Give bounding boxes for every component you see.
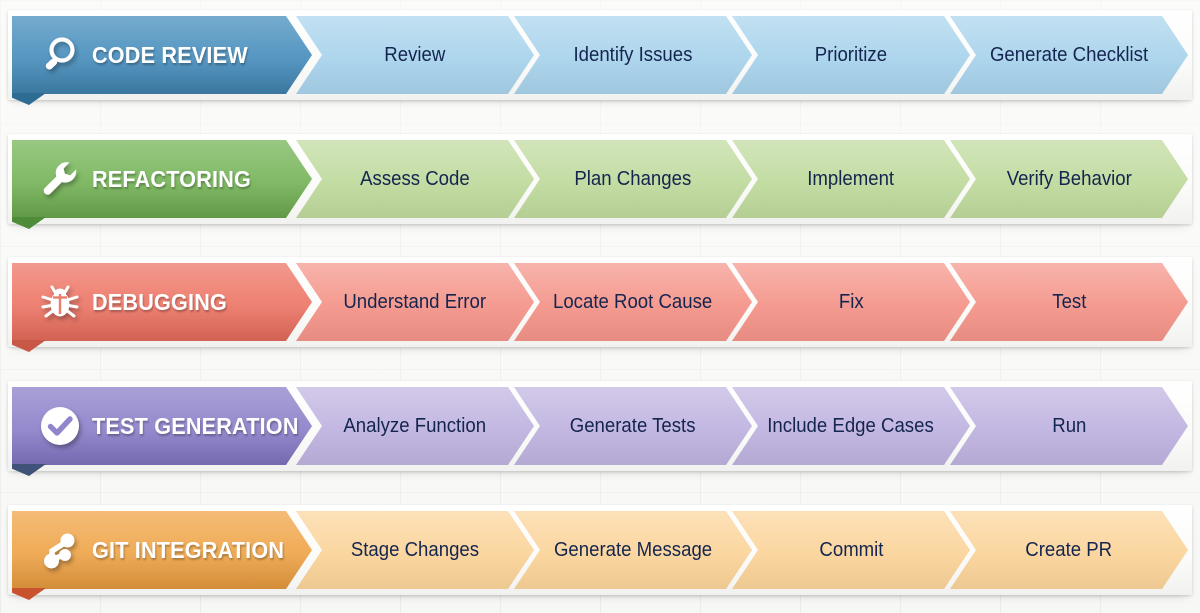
git-branch-icon [30,529,90,571]
step-label: Generate Checklist [989,43,1149,66]
check-circle-icon [30,404,90,448]
step-item[interactable]: Commit [732,511,970,589]
row-header-code-review[interactable]: CODE REVIEW [12,16,312,94]
step-item[interactable]: Include Edge Cases [732,387,970,465]
step-item[interactable]: Generate Message [514,511,752,589]
step-item[interactable]: Create PR [950,511,1188,589]
workflow-row-debugging: DEBUGGING Understand Error Locate Root C… [0,257,1200,352]
row-title: REFACTORING [92,165,252,192]
step-label: Prioritize [814,43,888,66]
step-item[interactable]: Identify Issues [514,16,752,94]
magnifier-icon [30,35,90,75]
step-item[interactable]: Test [950,263,1188,341]
step-label: Analyze Function [343,414,487,437]
step-label: Understand Error [343,290,487,313]
row-title: TEST GENERATION [92,412,299,439]
step-item[interactable]: Plan Changes [514,140,752,218]
step-item[interactable]: Analyze Function [296,387,534,465]
workflow-row-test-generation: TEST GENERATION Analyze Function Generat… [0,381,1200,476]
step-label: Commit [818,538,884,561]
row-header-refactoring[interactable]: REFACTORING [12,140,312,218]
step-label: Verify Behavior [1006,167,1132,190]
step-item[interactable]: Run [950,387,1188,465]
step-label: Implement [807,167,895,190]
step-item[interactable]: Stage Changes [296,511,534,589]
step-label: Review [384,43,446,66]
step-label: Run [1051,414,1087,437]
row-title: CODE REVIEW [92,41,248,68]
step-label: Generate Tests [570,414,696,437]
step-label: Include Edge Cases [767,414,935,437]
step-label: Stage Changes [350,538,480,561]
row-header-git-integration[interactable]: GIT INTEGRATION [12,511,312,589]
step-item[interactable]: Review [296,16,534,94]
step-item[interactable]: Generate Tests [514,387,752,465]
step-list-debugging: Understand Error Locate Root Cause Fix T… [296,263,1188,341]
row-header-debugging[interactable]: DEBUGGING [12,263,312,341]
wrench-icon [30,158,90,200]
workflow-row-code-review: CODE REVIEW Review Identify Issues Prior… [0,10,1200,105]
step-list-test-generation: Analyze Function Generate Tests Include … [296,387,1188,465]
step-list-code-review: Review Identify Issues Prioritize Genera… [296,16,1188,94]
step-list-git-integration: Stage Changes Generate Message Commit Cr… [296,511,1188,589]
step-list-refactoring: Assess Code Plan Changes Implement Verif… [296,140,1188,218]
workflow-row-git-integration: GIT INTEGRATION Stage Changes Generate M… [0,505,1200,600]
step-item[interactable]: Assess Code [296,140,534,218]
step-item[interactable]: Locate Root Cause [514,263,752,341]
step-label: Plan Changes [574,167,692,190]
workflow-row-refactoring: REFACTORING Assess Code Plan Changes Imp… [0,134,1200,229]
step-label: Locate Root Cause [553,290,713,313]
step-label: Test [1051,290,1087,313]
step-item[interactable]: Generate Checklist [950,16,1188,94]
step-item[interactable]: Implement [732,140,970,218]
step-item[interactable]: Understand Error [296,263,534,341]
step-item[interactable]: Fix [732,263,970,341]
bug-icon [30,281,90,323]
step-label: Identify Issues [573,43,693,66]
step-label: Assess Code [360,167,470,190]
step-item[interactable]: Verify Behavior [950,140,1188,218]
row-header-test-generation[interactable]: TEST GENERATION [12,387,312,465]
step-label: Create PR [1025,538,1113,561]
row-title: DEBUGGING [92,288,228,315]
row-title: GIT INTEGRATION [92,536,285,563]
step-item[interactable]: Prioritize [732,16,970,94]
step-label: Fix [838,290,864,313]
step-label: Generate Message [553,538,713,561]
